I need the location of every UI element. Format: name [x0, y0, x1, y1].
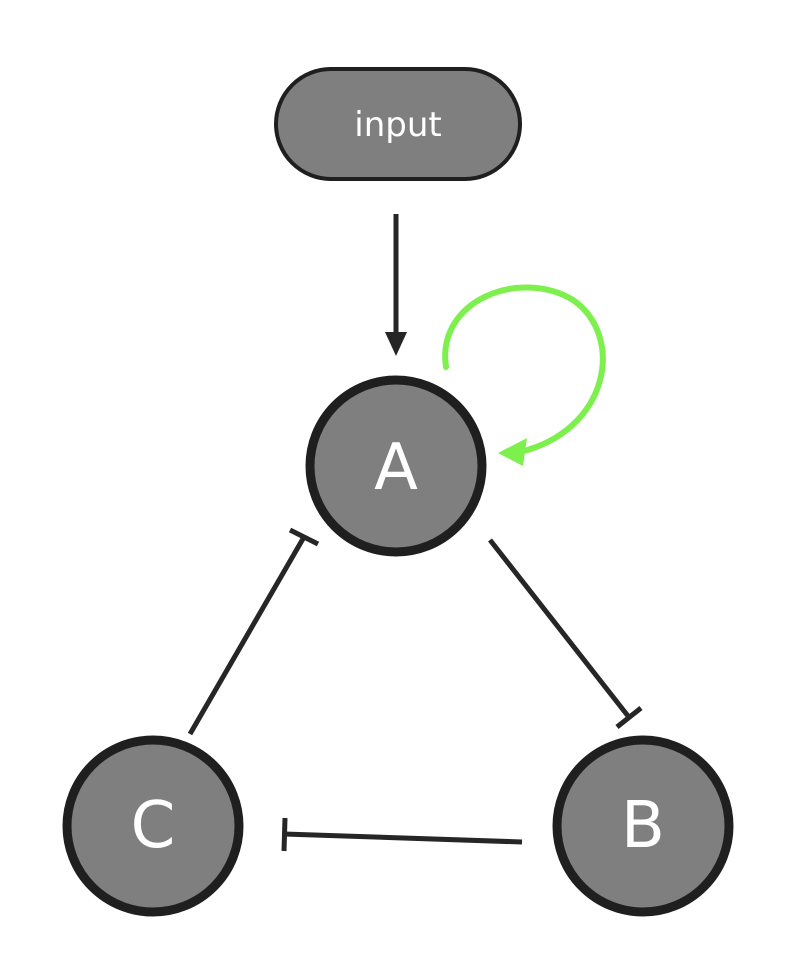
node-c: C: [62, 735, 244, 917]
edge-a-inhibits-b: [488, 538, 643, 729]
edge-input-to-a: [385, 214, 407, 356]
node-a-label: A: [374, 431, 418, 505]
node-input-label: input: [354, 105, 441, 145]
edge-b-inhibits-c: [281, 817, 523, 852]
edge-c-inhibits-a: [187, 527, 320, 736]
node-input: input: [274, 67, 522, 181]
edge-a-self-loop: [442, 284, 606, 466]
node-b-label: B: [621, 789, 665, 863]
node-b: B: [552, 735, 734, 917]
node-a: A: [305, 375, 487, 557]
node-c-label: C: [131, 789, 176, 863]
